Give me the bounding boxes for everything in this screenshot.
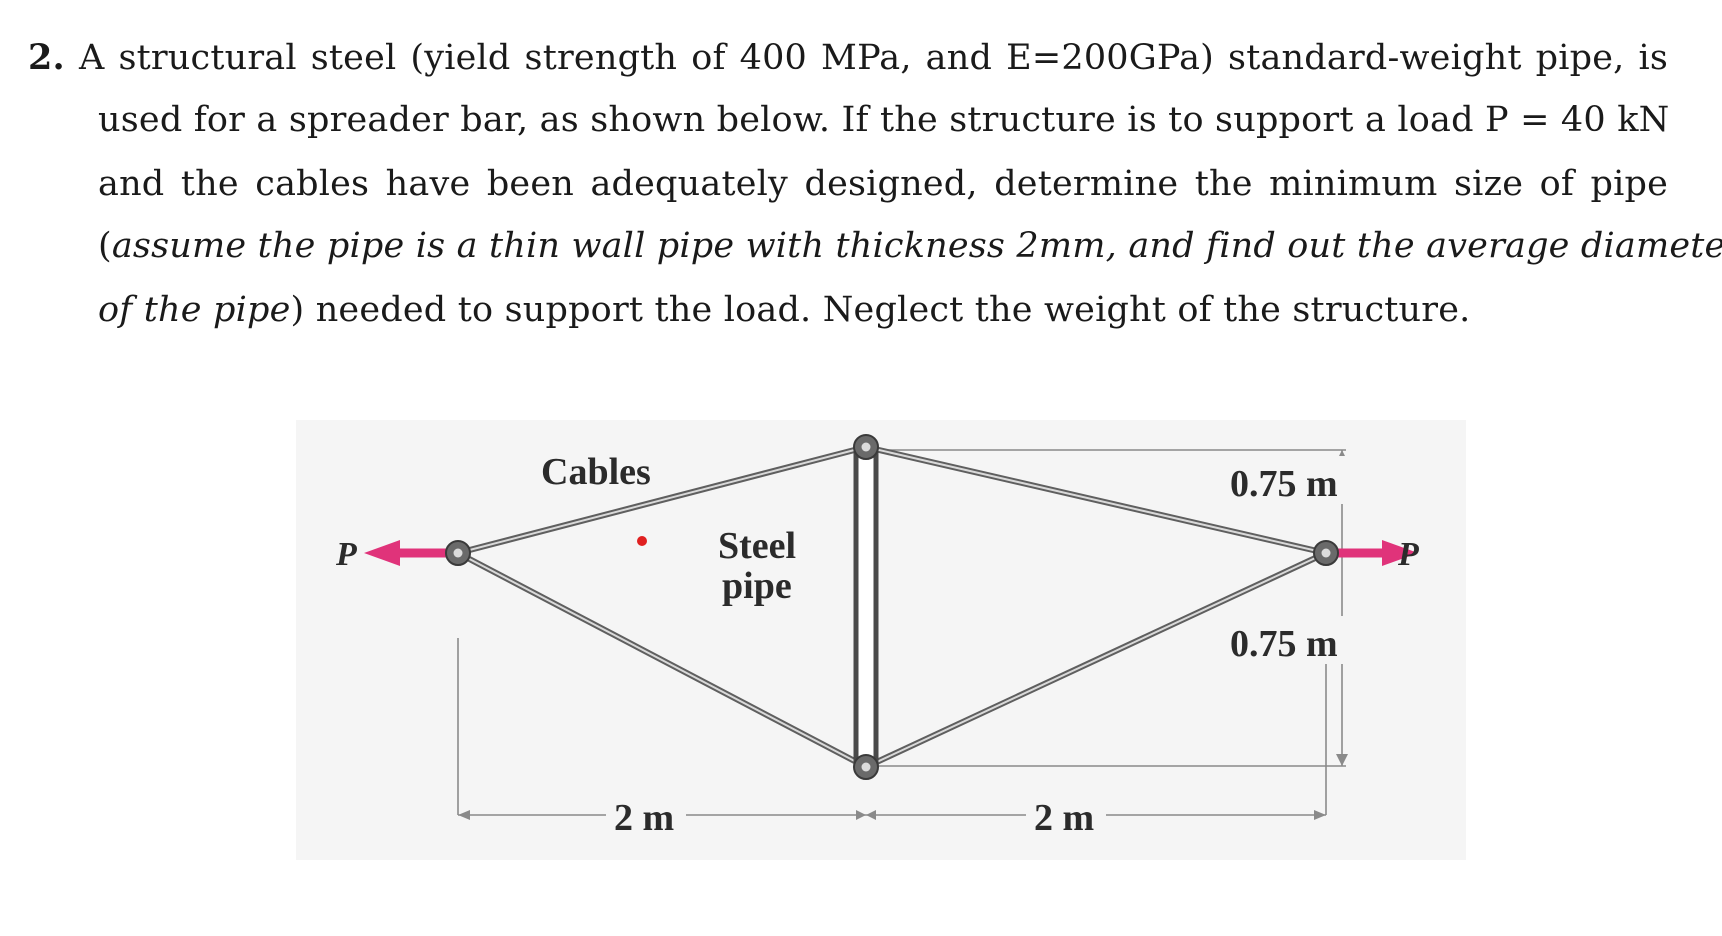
- problem-text-line-1: A structural steel (yield strength of 40…: [78, 38, 1668, 78]
- load-arrow-right-head: [1382, 540, 1418, 566]
- joint-right-icon: [1313, 540, 1339, 566]
- pin-joints: [445, 434, 1339, 780]
- arrowhead-bottom: [1336, 754, 1348, 766]
- arrowhead-right: [1314, 810, 1326, 820]
- problem-text-line-5-rest: ) needed to support the load. Neglect th…: [290, 290, 1471, 330]
- cables-label: Cables: [541, 451, 651, 493]
- arrowhead-mid-right: [866, 810, 876, 820]
- arrowhead-left: [458, 810, 470, 820]
- problem-text-line-3: and the cables have been adequately desi…: [98, 164, 1668, 204]
- arrowhead-mid-left: [856, 810, 866, 820]
- problem-line-5: of the pipe) needed to support the load.…: [98, 290, 1470, 330]
- dimension-bottom-label: 0.75 m: [1230, 623, 1338, 665]
- problem-line-3: and the cables have been adequately desi…: [98, 164, 1668, 204]
- pipe-label: pipe: [722, 565, 792, 607]
- steel-label: Steel: [718, 525, 796, 567]
- load-label-right: P: [1397, 536, 1419, 573]
- problem-line-4: (assume the pipe is a thin wall pipe wit…: [98, 226, 1722, 266]
- load-label-left: P: [335, 536, 357, 573]
- spreader-bar-diagram: Cables Steel pipe P P 0.75 m 0.75 m 2 m …: [296, 420, 1466, 860]
- problem-number: 2.: [28, 37, 65, 78]
- dimension-right-label: 2 m: [1034, 797, 1094, 839]
- dimension-top-label: 0.75 m: [1230, 463, 1338, 505]
- dimension-left-label: 2 m: [614, 797, 674, 839]
- problem-line-1: 2. A structural steel (yield strength of …: [28, 37, 1668, 79]
- steel-pipe: [853, 444, 879, 770]
- load-arrow-left-head: [364, 540, 400, 566]
- joint-bottom-icon: [853, 754, 879, 780]
- cable-highlights: [457, 446, 1327, 768]
- cable-marker-dot: [637, 536, 647, 546]
- problem-text-line-2: used for a spreader bar, as shown below.…: [98, 100, 1670, 140]
- spreader-bar-figure: Cables Steel pipe P P 0.75 m 0.75 m 2 m …: [296, 420, 1466, 860]
- joint-left-icon: [445, 540, 471, 566]
- problem-line-2: used for a spreader bar, as shown below.…: [98, 100, 1670, 140]
- problem-text-line-4-italic: assume the pipe is a thin wall pipe with…: [111, 226, 1722, 266]
- problem-text-line-5-italic: of the pipe: [98, 290, 291, 330]
- dimension-lines: [457, 449, 1346, 816]
- steel-pipe-body: [853, 444, 879, 770]
- problem-text-line-4-paren: (: [98, 226, 112, 266]
- joint-top-icon: [853, 434, 879, 460]
